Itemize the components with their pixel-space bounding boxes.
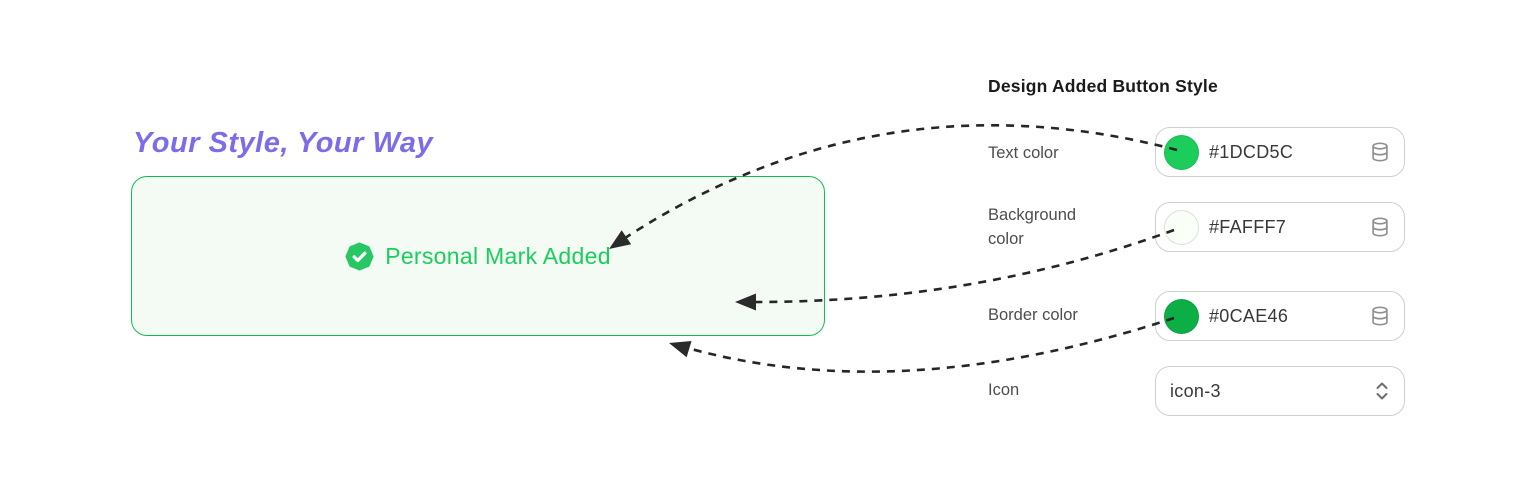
icon-label: Icon xyxy=(988,381,1020,399)
updown-chevron-icon xyxy=(1376,382,1388,400)
text-color-variable-button[interactable] xyxy=(1369,141,1391,163)
check-badge-icon xyxy=(345,241,374,271)
border-color-swatch[interactable] xyxy=(1164,298,1199,334)
background-color-swatch[interactable] xyxy=(1164,209,1199,245)
database-icon xyxy=(1372,217,1388,237)
arrowhead-border-color xyxy=(669,341,692,358)
background-color-value: #FAFFF7 xyxy=(1209,216,1287,237)
background-color-field[interactable]: #FAFFF7 xyxy=(1155,202,1405,252)
text-color-value: #1DCD5C xyxy=(1209,141,1294,162)
text-color-label: Text color xyxy=(988,144,1059,162)
panel-title: Design Added Button Style xyxy=(988,76,1218,96)
background-color-variable-button[interactable] xyxy=(1369,216,1391,238)
icon-select-value: icon-3 xyxy=(1170,380,1221,401)
database-icon xyxy=(1372,306,1388,326)
border-color-value: #0CAE46 xyxy=(1209,305,1289,326)
background-color-label: Background color xyxy=(988,206,1077,248)
border-color-field[interactable]: #0CAE46 xyxy=(1155,291,1405,341)
border-color-variable-button[interactable] xyxy=(1369,305,1391,327)
database-icon xyxy=(1372,142,1388,162)
text-color-swatch[interactable] xyxy=(1164,134,1199,170)
hero-heading: Your Style, Your Way xyxy=(133,127,434,159)
preview-button[interactable]: Personal Mark Added xyxy=(131,176,825,336)
icon-select-toggle[interactable] xyxy=(1373,380,1391,402)
icon-select[interactable]: icon-3 xyxy=(1155,366,1405,416)
text-color-field[interactable]: #1DCD5C xyxy=(1155,127,1405,177)
border-color-label: Border color xyxy=(988,306,1078,324)
preview-button-label: Personal Mark Added xyxy=(385,242,611,269)
